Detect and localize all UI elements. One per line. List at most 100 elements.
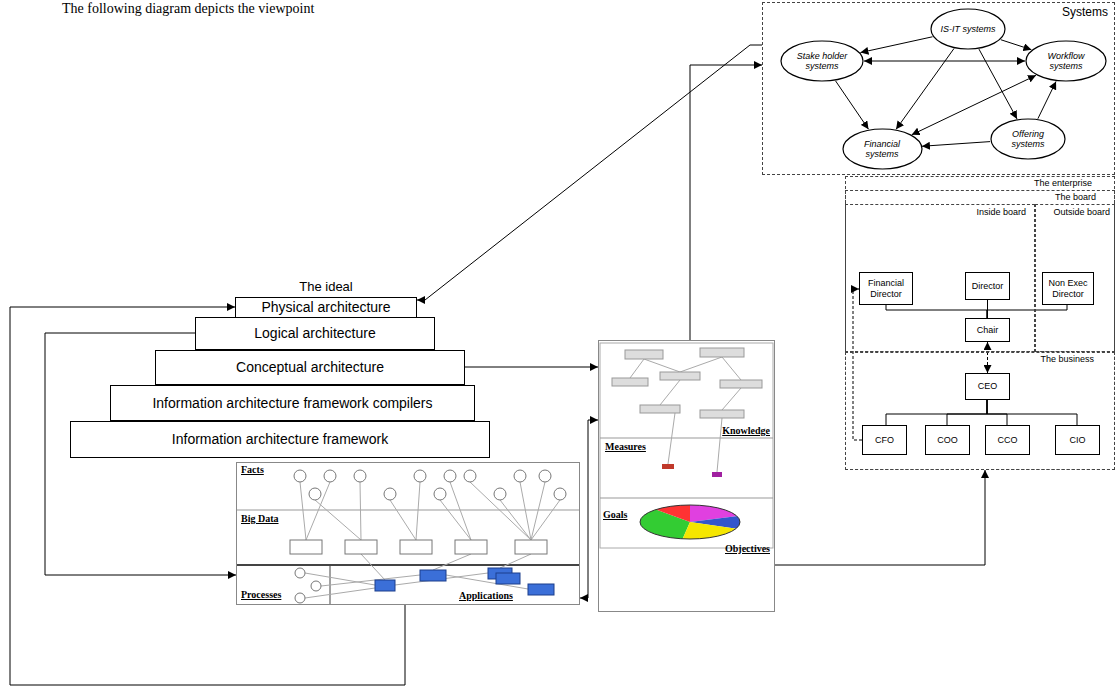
architecture-layer: Physical architecture	[235, 297, 417, 317]
node-label: Information architecture framework compi…	[152, 395, 432, 411]
connector	[580, 420, 598, 598]
facts-illustration	[237, 470, 579, 604]
architecture-layer: Conceptual architecture	[155, 350, 465, 385]
node-label: Non Exec Director	[1043, 278, 1093, 299]
system-ellipse: IS-IT systems	[930, 8, 1006, 50]
knowledge-illustration	[600, 343, 773, 548]
big-data-boxes	[290, 540, 547, 554]
region-heading: Objectives	[725, 543, 770, 555]
connector	[886, 400, 987, 425]
role-box: Chair	[965, 318, 1010, 342]
section-line	[600, 438, 773, 439]
region-heading: Measures	[605, 441, 646, 453]
role-box: CFO	[862, 425, 907, 455]
measure-marker	[712, 472, 722, 477]
board-region: The boardInside boardFinancial Director D…	[845, 190, 1115, 352]
ellipse-shape	[991, 119, 1065, 159]
connector	[987, 400, 1007, 425]
role-box: Director	[965, 272, 1010, 300]
region-heading: Knowledge	[722, 425, 770, 437]
pie-outline	[640, 505, 740, 539]
knowledge-panel: KnowledgeMeasuresGoalsObjectives	[598, 340, 775, 612]
ellipse-shape	[843, 129, 922, 169]
role-box: Financial Director	[859, 272, 913, 305]
business-region: The businessCEO CFO COO CCO CIO	[845, 352, 1115, 470]
region-heading: Systems	[1062, 6, 1108, 20]
pyramid-caption: The ideal	[235, 280, 417, 295]
region-heading: The board	[1055, 192, 1096, 202]
node-label: Workflow systems	[1037, 51, 1096, 72]
connector	[987, 342, 988, 373]
connector	[860, 37, 932, 53]
connector	[979, 49, 1017, 119]
node-label: Physical architecture	[261, 299, 390, 315]
system-ellipse: Stake holder systems	[780, 40, 864, 82]
node-label: Information architecture framework	[172, 431, 388, 447]
region-heading: Applications	[459, 590, 513, 602]
node-label: Chair	[977, 325, 999, 335]
section-line	[237, 510, 579, 511]
measure-marker	[662, 464, 674, 469]
node-label: IS-IT systems	[940, 24, 995, 34]
facts-panel: FactsBig DataProcesses Applications	[236, 462, 580, 605]
node-label: Director	[972, 281, 1004, 291]
system-ellipse: Financial systems	[842, 128, 923, 170]
role-box: CCO	[985, 425, 1030, 455]
region-heading: Processes	[241, 589, 281, 601]
region-heading: The business	[1040, 354, 1094, 364]
connector	[417, 45, 762, 300]
tree-boxes	[612, 348, 762, 418]
connector	[864, 61, 1025, 62]
region-heading: Goals	[603, 509, 627, 521]
board-region: Outside boardNon Exec Director	[1035, 204, 1115, 352]
connector	[987, 400, 1077, 425]
role-box: Non Exec Director	[1042, 272, 1094, 305]
enterprise-region: The enterpriseThe boardInside boardFinan…	[845, 176, 1115, 470]
section-line	[237, 564, 579, 566]
inner-frame	[600, 343, 773, 548]
system-ellipse: Offering systems	[990, 118, 1066, 160]
role-box: COO	[925, 425, 970, 455]
fact-circles	[294, 470, 566, 603]
connector	[987, 305, 1067, 318]
ellipse-shape	[781, 41, 863, 81]
ellipse-shape	[1026, 41, 1106, 81]
node-label: Financial systems	[853, 139, 911, 160]
node-label: Conceptual architecture	[236, 359, 384, 375]
link-lines	[300, 482, 560, 598]
node-label: COO	[937, 435, 958, 445]
node-label: Offering systems	[1000, 129, 1055, 150]
connector	[886, 305, 987, 318]
node-label: CCO	[998, 435, 1018, 445]
connector	[1038, 81, 1056, 118]
connector	[775, 470, 985, 565]
node-label: Stake holder systems	[792, 51, 852, 72]
ellipse-shape	[931, 9, 1005, 49]
systems-panel: SystemsIS-IT systemsStake holder systems…	[762, 2, 1115, 175]
architecture-layer: Information architecture framework	[70, 421, 490, 458]
board-region: Inside boardFinancial Director DirectorCh…	[845, 204, 1035, 352]
role-box: CEO	[965, 373, 1010, 400]
node-label: CEO	[978, 381, 998, 391]
region-heading: Facts	[241, 464, 264, 476]
connector	[947, 400, 987, 425]
goals-pie	[630, 500, 745, 545]
architecture-layer: Information architecture framework compi…	[110, 385, 475, 421]
node-label: CFO	[875, 435, 894, 445]
region-heading: Outside board	[1053, 207, 1110, 217]
node-label: Financial Director	[860, 278, 912, 299]
connector	[1001, 40, 1032, 50]
connector	[836, 81, 869, 129]
region-heading: Big Data	[241, 513, 279, 525]
role-box: CIO	[1055, 425, 1100, 455]
connector	[690, 65, 762, 340]
connector	[465, 367, 598, 368]
region-heading: Inside board	[976, 207, 1026, 217]
node-label: Logical architecture	[254, 325, 375, 341]
region-heading: The enterprise	[1034, 178, 1092, 188]
connector	[922, 142, 990, 147]
intro-text: The following diagram depicts the viewpo…	[62, 1, 314, 17]
